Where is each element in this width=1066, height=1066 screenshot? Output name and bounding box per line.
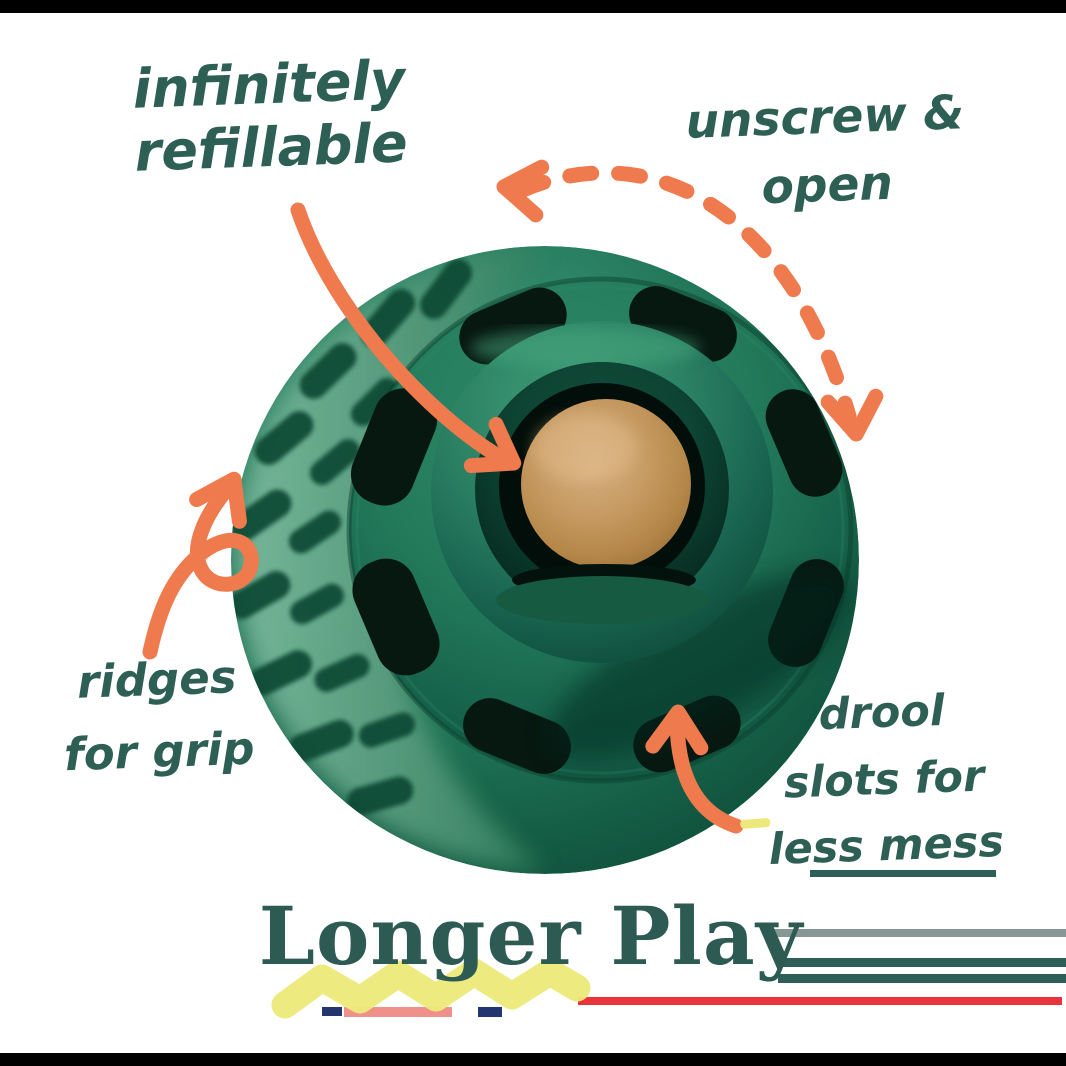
annotation-arrows [142, 163, 880, 834]
decor-stripes [322, 870, 1066, 1017]
annotation-drool-line1: drool [817, 685, 946, 741]
decor-stripe-navy-1 [322, 1007, 342, 1016]
yellow-squiggle-underline [271, 958, 591, 1019]
annotation-refillable-line2: refillable [133, 110, 409, 184]
slot [350, 388, 438, 506]
drool-arrow-icon [653, 711, 744, 834]
annotation-ridges: ridges for grip [60, 641, 255, 792]
ball-toy [231, 246, 859, 874]
ball-face-rim [346, 276, 854, 784]
yellow-tick [740, 818, 771, 829]
face-shadow [547, 571, 853, 759]
annotation-drool-line2: slots for [782, 751, 986, 809]
dish-lower-lip [496, 576, 708, 624]
slot [765, 389, 843, 497]
annotation-ridges-line1: ridges [76, 650, 238, 709]
annotation-refillable-line1: infinitely [131, 48, 407, 121]
decor-stripe-teal-2 [778, 974, 1066, 983]
top-letterbox-bar [0, 0, 1066, 13]
ring-highlight [470, 328, 700, 368]
slot [463, 698, 571, 774]
decor-stripe-navy-2 [478, 1007, 502, 1017]
ball-face-rim-inner [355, 285, 845, 775]
treat-highlight [533, 414, 637, 482]
heading-longer-play: Longer Play [258, 889, 804, 983]
slot [629, 286, 737, 362]
refill-arrow-icon [290, 202, 526, 484]
decor-stripe-salmon [344, 1007, 452, 1017]
decor-stripe-faint [766, 929, 1066, 937]
annotation-unscrew-line1: unscrew & [684, 85, 965, 150]
ridges-arrow-icon [142, 468, 255, 660]
ball-tread-ridges [231, 259, 473, 816]
annotation-drool: drool slots for less mess [763, 676, 1005, 884]
slot [352, 558, 440, 676]
bottom-letterbox-bar [0, 1053, 1066, 1066]
annotation-unscrew: unscrew & open [684, 79, 967, 225]
annotation-ridges-line2: for grip [63, 721, 256, 782]
decor-stripe-red [578, 997, 1062, 1005]
annotation-refillable: infinitely refillable [131, 48, 409, 184]
unscrew-arrow-icon [501, 163, 880, 437]
ball-tread-band [235, 250, 545, 870]
annotation-unscrew-line2: open [760, 155, 894, 216]
decor-stripe-teal-1 [778, 958, 1066, 967]
annotation-drool-line3: less mess [767, 817, 1005, 876]
decor-stripe-teal-top [810, 870, 996, 877]
